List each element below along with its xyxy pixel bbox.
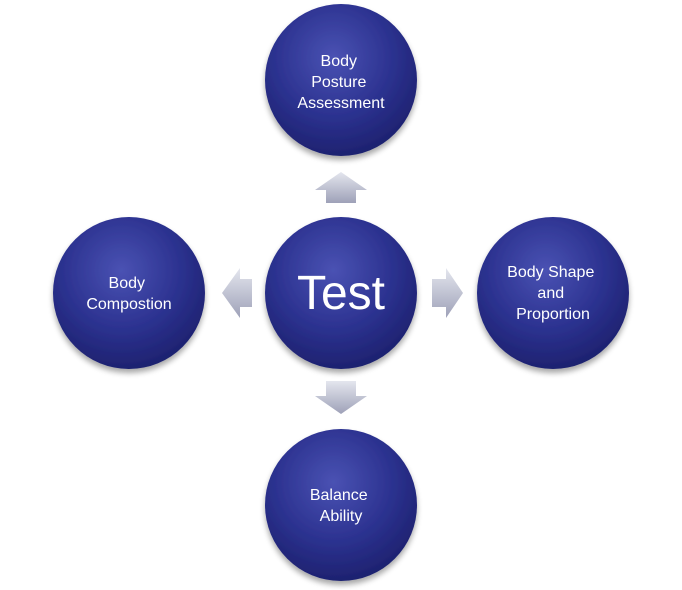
node-body-composition <box>53 217 205 369</box>
node-right-line: Proportion <box>516 306 590 323</box>
node-bottom-line: Balance <box>310 487 368 504</box>
node-left-label: Body Compostion <box>86 275 171 313</box>
node-right-label: Body Shape and Proportion <box>507 264 599 323</box>
node-bottom-line: Ability <box>320 508 363 525</box>
node-left-line: Compostion <box>86 296 171 313</box>
node-top-line: Assessment <box>297 95 385 112</box>
node-body-posture-assessment <box>265 4 417 156</box>
node-balance-ability <box>265 429 417 581</box>
center-label: Test <box>297 267 385 320</box>
arrow-right <box>432 268 463 318</box>
node-right-line: and <box>537 285 564 302</box>
arrow-down <box>315 381 367 414</box>
node-body-shape-and-proportion <box>477 217 629 369</box>
node-left-line: Body <box>109 275 145 292</box>
node-bottom-label: Balance Ability <box>310 487 372 525</box>
arrow-up <box>315 172 367 203</box>
center-node <box>265 217 417 369</box>
node-top-line: Body <box>321 53 357 70</box>
node-right-line: Body Shape <box>507 264 594 281</box>
node-top-line: Posture <box>311 74 366 91</box>
node-top-label: Body Posture Assessment <box>297 53 385 112</box>
arrow-left <box>222 268 252 318</box>
